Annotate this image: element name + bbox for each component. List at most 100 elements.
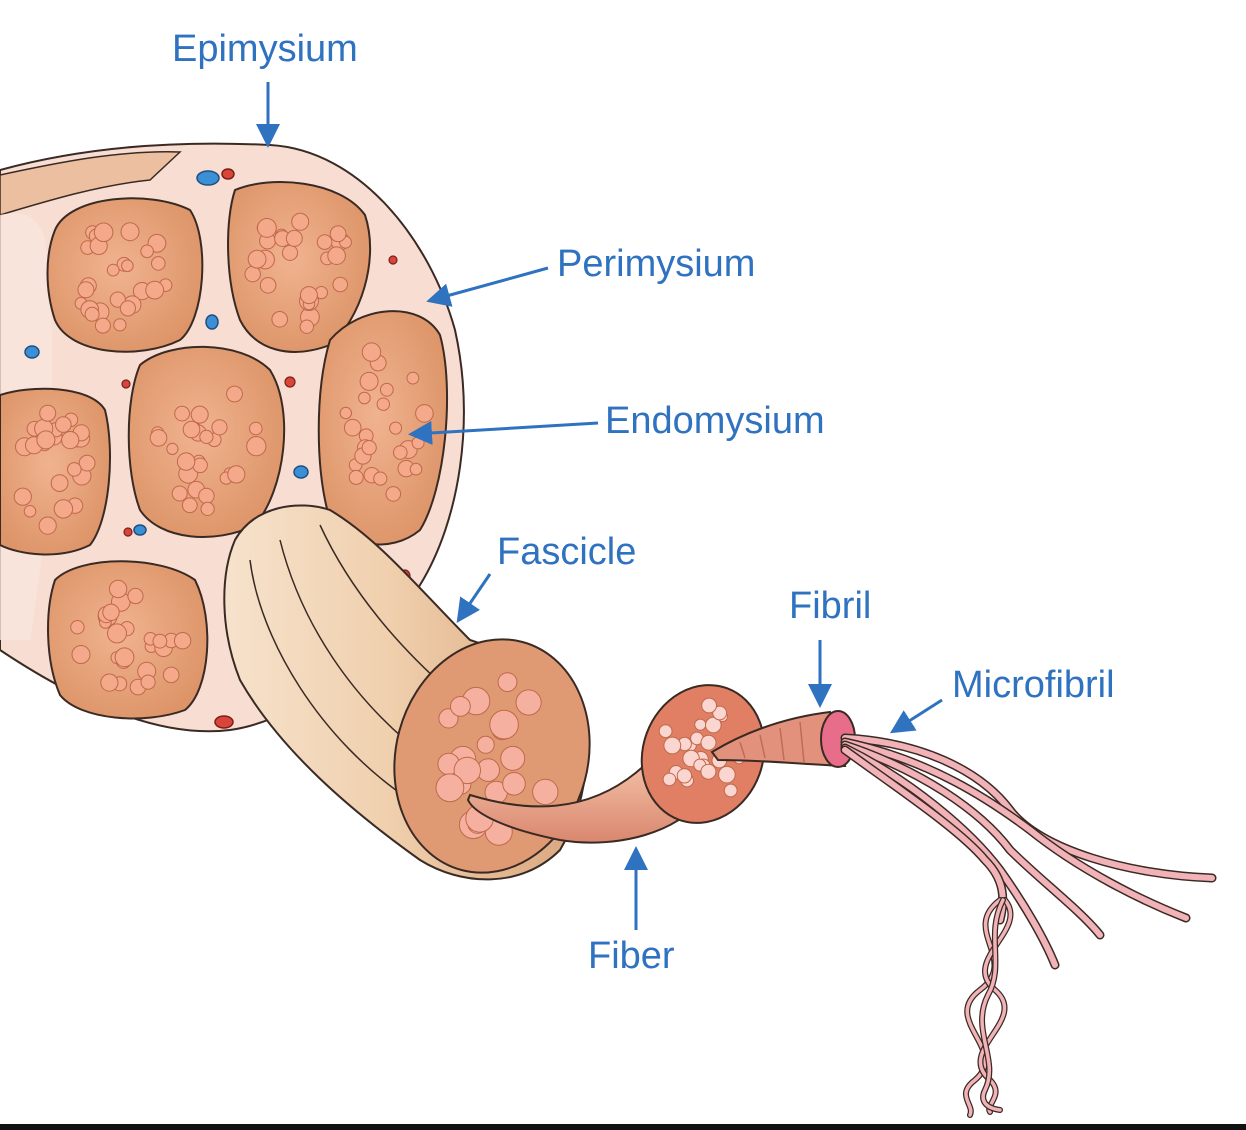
fiber-dot — [113, 318, 127, 332]
fiber-end-myofibrils — [658, 697, 745, 798]
fiber-dot — [121, 259, 134, 273]
fiber-dot — [174, 405, 191, 422]
fiber-dot — [61, 431, 80, 450]
fiber-dot — [71, 645, 91, 664]
fiber-dot — [84, 306, 100, 322]
fiber-dot — [93, 222, 114, 243]
fiber-dot — [140, 244, 154, 259]
fiber-dot — [257, 218, 277, 238]
fiber-dot — [348, 469, 364, 485]
fiber-dot — [411, 436, 425, 450]
fiber-dot — [78, 454, 96, 472]
fiber-dot — [299, 319, 314, 334]
fiber-dot — [106, 263, 120, 277]
fiber-dot — [701, 697, 717, 714]
fiber-dot — [50, 474, 69, 493]
fascicle-arrow — [456, 573, 492, 623]
fiber-dot — [120, 222, 140, 242]
fiber-dot — [127, 587, 144, 605]
fiber-dot — [67, 462, 82, 477]
fascicle-bundle — [317, 310, 449, 546]
braided-microfibril-strand — [962, 897, 1014, 1118]
fiber-dot — [100, 673, 119, 692]
fiber-dot — [361, 342, 382, 362]
microfibril-label: Microfibril — [952, 664, 1115, 706]
fiber-dot — [663, 736, 682, 755]
fiber-dot — [176, 452, 196, 471]
fiber-dot — [190, 405, 209, 424]
fiber-dot — [181, 497, 198, 514]
fiber-dot — [108, 579, 128, 599]
epimysium-label: Epimysium — [172, 28, 358, 70]
fiber-dot — [389, 421, 403, 435]
fiber-dot — [316, 234, 333, 250]
fiber-dot — [502, 772, 526, 796]
fiber-dot — [718, 765, 736, 784]
fiber-dot — [343, 418, 362, 437]
blood-vessels — [24, 168, 411, 729]
fiber-dot — [450, 696, 471, 717]
fiber-dot — [700, 734, 717, 751]
fiber-dot — [244, 265, 261, 283]
fiber-dot — [38, 516, 57, 535]
microfibrils — [840, 733, 1217, 970]
fiber-dot — [662, 772, 677, 787]
fiber-dot — [259, 277, 277, 294]
fiber-dot — [332, 276, 349, 293]
fiber-dot — [376, 397, 390, 411]
fiber-dot — [694, 718, 707, 731]
fiber-dot — [435, 773, 465, 803]
fiber-dot — [515, 689, 542, 716]
fiber-dot — [200, 501, 215, 516]
perimysium-arrow — [426, 266, 549, 307]
fiber-dot — [152, 633, 168, 649]
fiber-dot — [676, 768, 693, 784]
fiber-dot — [339, 406, 352, 420]
fiber-dot — [182, 420, 201, 439]
fiber-dot — [409, 462, 423, 476]
fiber-dot — [102, 603, 120, 621]
fiber-dot — [359, 371, 379, 391]
label-arrows — [256, 82, 943, 930]
fiber-dot — [658, 724, 673, 739]
fiber-dot — [385, 486, 402, 502]
endomysium-arrow — [408, 420, 599, 445]
fiber-dot — [453, 756, 481, 785]
fiber-dot — [361, 440, 377, 456]
fibril-label: Fibril — [789, 585, 872, 627]
fiber-dot — [151, 256, 166, 271]
fiber-dot — [712, 705, 728, 721]
fiber-dot — [13, 487, 32, 506]
fiber-dot — [247, 249, 267, 269]
fiber-dot — [53, 499, 74, 519]
fiber-dot — [149, 429, 168, 447]
fiber-dot — [406, 371, 420, 385]
fiber-dot — [94, 317, 111, 334]
fiber-dot — [373, 471, 388, 486]
fiber-dot — [358, 391, 371, 405]
endomysium-label: Endomysium — [605, 400, 825, 442]
fiber-dot — [171, 485, 188, 502]
fiber-dot — [226, 385, 243, 403]
fiber-dot — [246, 436, 267, 457]
fiber-dot — [162, 666, 180, 684]
fiber-label: Fiber — [588, 935, 675, 977]
fiber-dot — [271, 311, 289, 328]
fiber-dot — [329, 225, 347, 243]
fiber-dot — [114, 647, 135, 668]
fiber-dot — [36, 430, 56, 450]
fascicle-label: Fascicle — [497, 531, 637, 573]
bottom-border — [0, 1124, 1246, 1130]
fiber-dot — [705, 716, 722, 734]
fiber-dot — [327, 246, 346, 265]
fiber-dot — [281, 244, 299, 261]
fiber-dot — [198, 487, 215, 505]
fiber-dot — [700, 763, 717, 780]
fiber-dot — [173, 632, 192, 650]
fiber-dot — [23, 505, 37, 518]
fiber-dot — [285, 229, 303, 247]
fiber-dot — [497, 672, 518, 692]
fiber-dot — [476, 735, 495, 754]
fiber-dot — [107, 623, 127, 644]
